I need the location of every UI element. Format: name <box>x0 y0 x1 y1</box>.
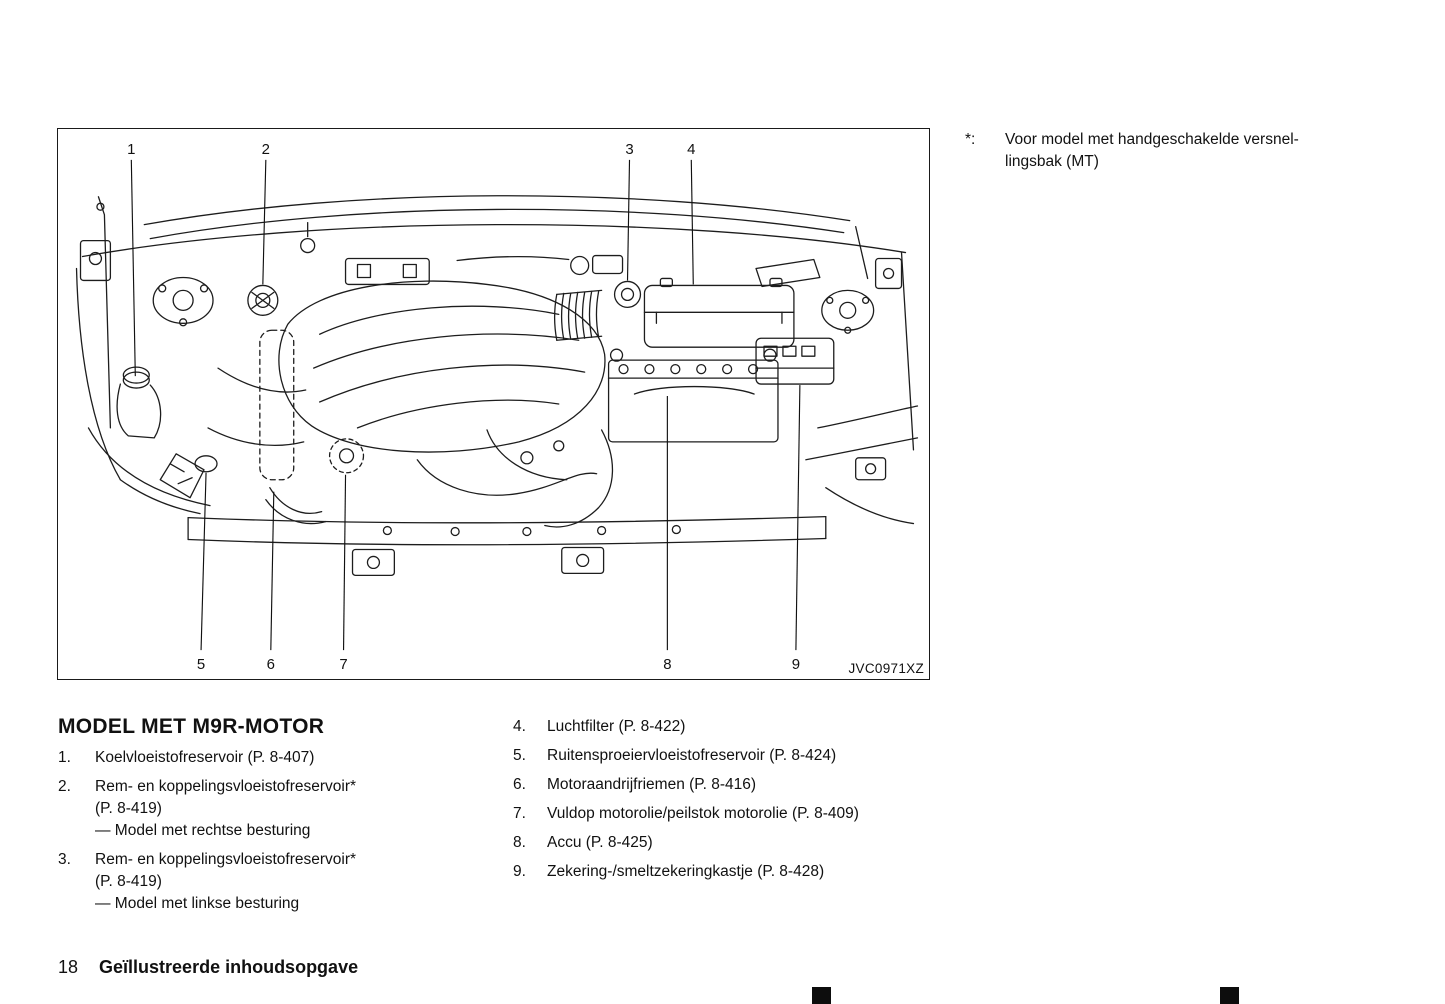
brake-fluid-reservoir-cap-rhd <box>247 284 279 316</box>
air-cleaner <box>643 277 795 348</box>
page-number: 18 <box>58 957 79 977</box>
legend-item-number: 4. <box>513 718 526 735</box>
legend-item-text: Accu (P. 8-425) <box>547 834 653 851</box>
callout-number-6: 6 <box>267 656 275 673</box>
legend-column-right: 4. Luchtfilter (P. 8-422) 5. Ruitensproe… <box>513 716 978 890</box>
legend-item-8: 8. Accu (P. 8-425) <box>513 832 978 854</box>
figure-code: JVC0971XZ <box>848 661 924 676</box>
engine-bay-figure: 1 2 3 4 5 6 7 8 9 JVC0971XZ <box>57 128 930 680</box>
right-structure <box>805 225 919 525</box>
legend-column-left: 1. Koelvloeistofreservoir (P. 8-407) 2. … <box>58 747 493 922</box>
legend-item-text: Rem- en koppelingsvloeistofreservoir* (P… <box>95 778 357 839</box>
legend-item-9: 9. Zekering-/smeltzekeringkastje (P. 8-4… <box>513 861 978 883</box>
callout-numbers: 1 2 3 4 5 6 7 8 9 <box>127 141 800 673</box>
callout-number-3: 3 <box>625 141 633 158</box>
legend-item-number: 8. <box>513 834 526 851</box>
legend-item-number: 1. <box>58 749 71 766</box>
footnote: *: Voor model met handgeschakelde versne… <box>965 129 1370 173</box>
callout-number-2: 2 <box>262 141 270 158</box>
legend-item-number: 3. <box>58 851 71 868</box>
lower-crossmember <box>187 515 827 577</box>
cowl-lines <box>81 195 907 288</box>
legend-item-number: 9. <box>513 863 526 880</box>
footnote-marker: *: <box>965 131 976 148</box>
legend-item-2: 2. Rem- en koppelingsvloeistofreservoir*… <box>58 776 493 842</box>
page-footer: 18 Geïllustreerde inhoudsopgave <box>58 957 358 978</box>
battery <box>607 348 779 443</box>
legend-item-number: 6. <box>513 776 526 793</box>
legend-item-4: 4. Luchtfilter (P. 8-422) <box>513 716 978 738</box>
callout-number-8: 8 <box>663 656 671 673</box>
intake-duct-bellows <box>553 289 603 341</box>
print-mark <box>1220 987 1239 1004</box>
legend-item-number: 5. <box>513 747 526 764</box>
callout-number-5: 5 <box>197 656 205 673</box>
section-heading: MODEL MET M9R-MOTOR <box>58 715 325 738</box>
legend-item-text: Vuldop motorolie/peilstok motorolie (P. … <box>547 805 859 822</box>
print-mark <box>812 987 831 1004</box>
engine-bay-line-art: 1 2 3 4 5 6 7 8 9 <box>75 141 919 673</box>
legend-item-text: Zekering-/smeltzekeringkastje (P. 8-428) <box>547 863 825 880</box>
washer-filler <box>159 453 218 499</box>
callout-number-4: 4 <box>687 141 695 158</box>
left-fender-structure <box>75 196 211 515</box>
legend-item-number: 7. <box>513 805 526 822</box>
strut-tower-right <box>821 289 875 334</box>
legend-item-number: 2. <box>58 778 71 795</box>
coolant-reservoir <box>116 366 162 439</box>
hoses <box>207 367 614 528</box>
callout-number-9: 9 <box>792 656 800 673</box>
fuse-box <box>755 337 835 385</box>
legend-item-text: Motoraandrijfriemen (P. 8-416) <box>547 776 757 793</box>
brake-fluid-reservoir-cap-lhd <box>613 280 642 308</box>
legend-item-1: 1. Koelvloeistofreservoir (P. 8-407) <box>58 747 493 769</box>
leader-lines <box>130 159 801 651</box>
callout-number-7: 7 <box>339 656 347 673</box>
legend-item-text: Koelvloeistofreservoir (P. 8-407) <box>95 749 315 766</box>
strut-tower-left <box>152 276 214 327</box>
legend-item-6: 6. Motoraandrijfriemen (P. 8-416) <box>513 774 978 796</box>
legend-item-5: 5. Ruitensproeiervloeistofreservoir (P. … <box>513 745 978 767</box>
legend-item-3: 3. Rem- en koppelingsvloeistofreservoir*… <box>58 849 493 915</box>
legend-item-text: Rem- en koppelingsvloeistofreservoir* (P… <box>95 851 357 912</box>
oil-filler-cap <box>328 438 365 474</box>
engine-cover <box>278 280 606 453</box>
legend-item-text: Ruitensproeiervloeistofreservoir (P. 8-4… <box>547 747 837 764</box>
footnote-text: Voor model met handgeschakelde versnel- … <box>1005 131 1299 170</box>
footer-section-title: Geïllustreerde inhoudsopgave <box>99 957 359 977</box>
drive-belt-area <box>259 329 327 525</box>
callout-number-1: 1 <box>127 141 135 158</box>
legend-item-7: 7. Vuldop motorolie/peilstok motorolie (… <box>513 803 978 825</box>
legend-item-text: Luchtfilter (P. 8-422) <box>547 718 686 735</box>
